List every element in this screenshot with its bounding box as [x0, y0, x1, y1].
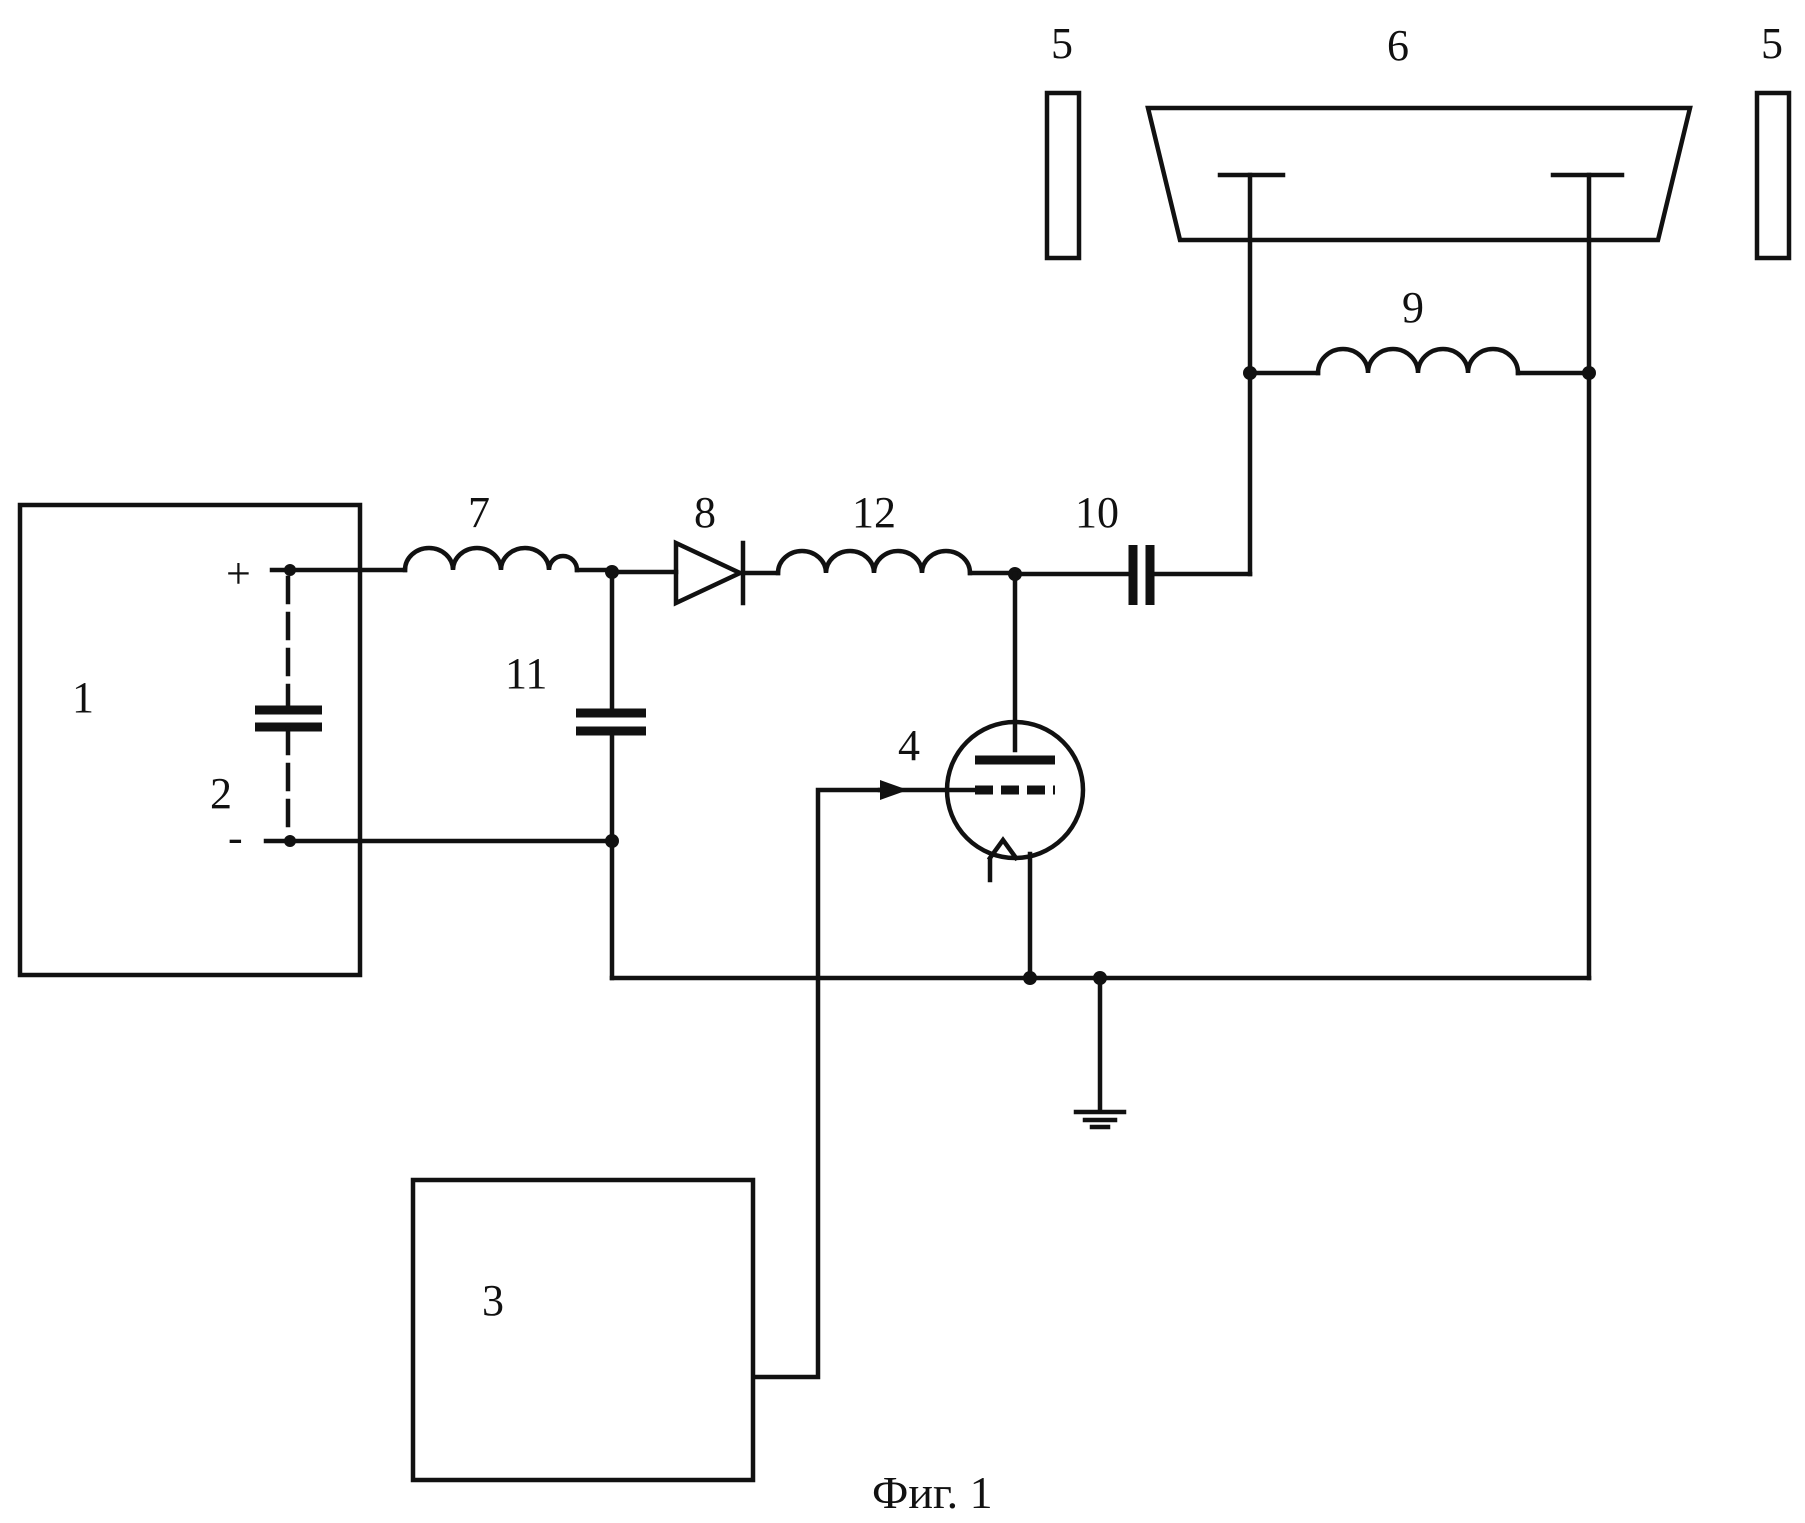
figure-caption: Фиг. 1 — [872, 1467, 993, 1518]
inductor-12 — [778, 551, 970, 573]
capacitor-10 — [1015, 545, 1250, 605]
tube-4-label: 4 — [898, 721, 920, 770]
ground-icon — [1076, 978, 1124, 1127]
control-wire — [755, 780, 975, 1377]
node-d — [1023, 971, 1037, 985]
capacitor-11 — [576, 572, 646, 978]
inductor-9 — [1250, 349, 1589, 373]
block-1-label: 1 — [72, 673, 94, 722]
diode-8 — [612, 543, 778, 603]
inductor-7-label: 7 — [468, 488, 490, 537]
electrode-5-right-label: 5 — [1761, 19, 1783, 68]
plus-terminal-label: + — [226, 549, 251, 598]
node-b — [605, 834, 619, 848]
tube-4 — [947, 574, 1083, 978]
diode-8-label: 8 — [694, 488, 716, 537]
node-f — [1243, 366, 1257, 380]
inductor-7 — [405, 548, 577, 570]
electrode-5-left-label: 5 — [1051, 19, 1073, 68]
electrode-5-left — [1047, 93, 1079, 258]
chamber-6-label: 6 — [1387, 21, 1409, 70]
capacitor-10-label: 10 — [1075, 488, 1119, 537]
capacitor-2-label: 2 — [210, 769, 232, 818]
block-3 — [413, 1180, 753, 1480]
block-1 — [20, 505, 360, 975]
block-3-label: 3 — [482, 1276, 504, 1325]
capacitor-2 — [255, 578, 322, 832]
node-g — [1582, 366, 1596, 380]
minus-terminal-label: - — [228, 813, 243, 862]
inductor-9-label: 9 — [1402, 283, 1424, 332]
capacitor-11-label: 11 — [505, 649, 547, 698]
inductor-12-label: 12 — [852, 488, 896, 537]
electrode-5-right — [1757, 93, 1789, 258]
